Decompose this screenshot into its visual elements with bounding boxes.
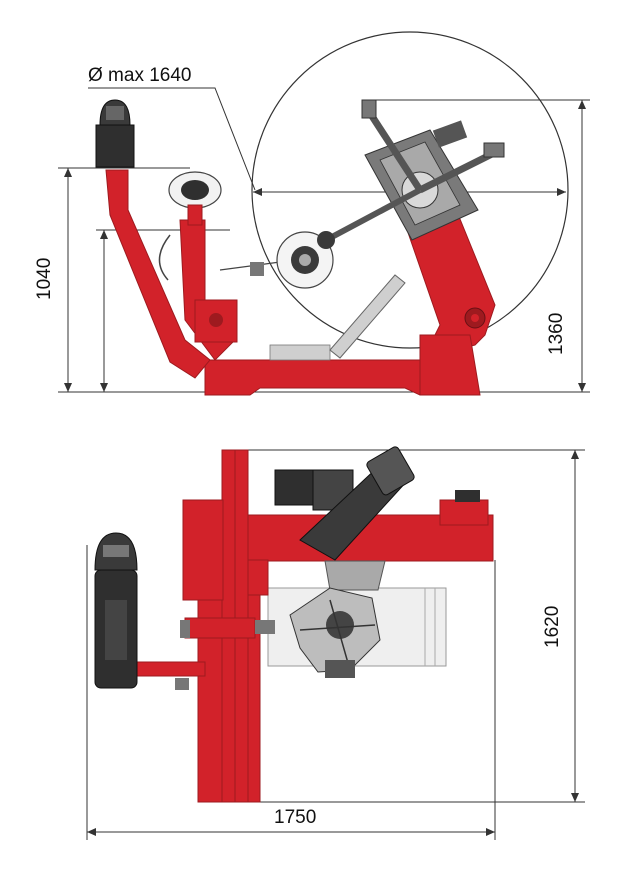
clamp-cylinder [329,274,406,359]
height-1360-label: 1360 [546,312,567,355]
depth-1620-label: 1620 [542,605,563,648]
wheel-spindle-head [317,99,505,249]
top-view [86,446,585,840]
top-motor [274,469,314,506]
tool-column [105,169,211,379]
side-motor [95,124,135,168]
height-1040-label: 1040 [34,257,55,300]
diameter-leader-line [88,87,256,191]
side-view [58,31,590,396]
top-spindle-head [289,587,381,678]
max-wheel-circle [251,31,569,349]
max-diameter-label: Ø max 1640 [88,65,192,86]
width-1750-label: 1750 [274,807,317,828]
